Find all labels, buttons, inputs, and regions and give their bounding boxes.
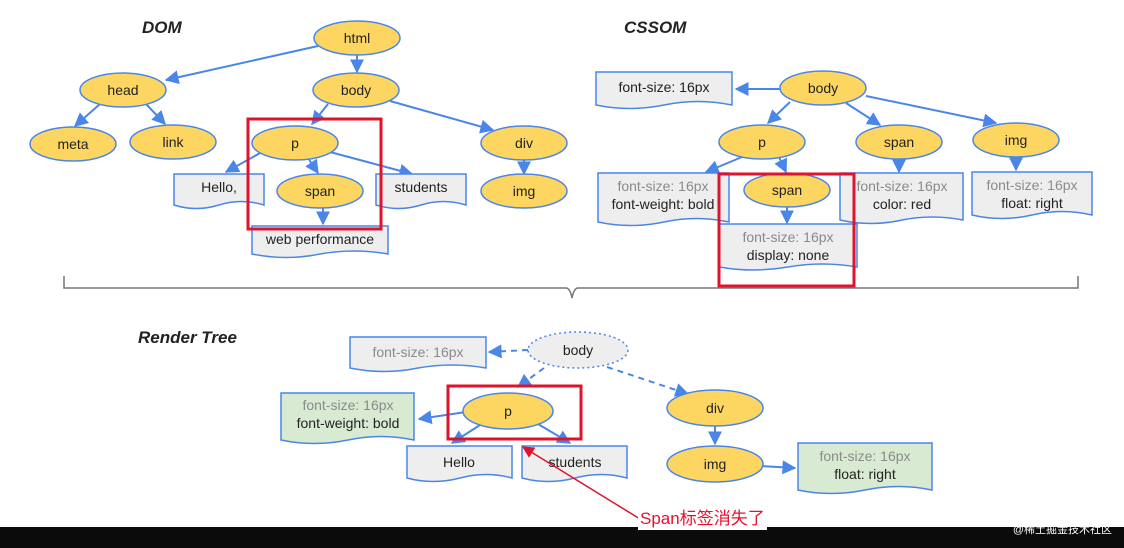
- render-node-div: div: [666, 389, 764, 427]
- dom-node-hello: Hello,: [173, 173, 265, 210]
- dom-node-html: html: [313, 20, 401, 56]
- dom-node-students-label: students: [395, 179, 448, 195]
- cssom-p-style: font-size: 16px font-weight: bold: [597, 172, 730, 227]
- footer-bar: [0, 527, 1124, 548]
- render-node-hello-label: Hello: [443, 454, 475, 470]
- render-node-body-label: body: [563, 342, 593, 358]
- dom-node-meta: meta: [29, 126, 117, 162]
- dom-node-p: p: [251, 125, 339, 161]
- dom-node-meta-label: meta: [57, 136, 88, 152]
- cssom-p-style-line-1: font-size: 16px: [617, 178, 708, 194]
- dom-title: DOM: [142, 18, 183, 37]
- cssom-node-p-label: p: [758, 134, 766, 150]
- cssom-edges: [704, 82, 1023, 225]
- render-node-img: img: [666, 445, 764, 483]
- dom-node-div-label: div: [515, 135, 533, 151]
- cssom-span-style: font-size: 16px color: red: [839, 172, 964, 225]
- cssom-img-style: font-size: 16px float: right: [971, 171, 1093, 220]
- dom-node-head-label: head: [107, 82, 138, 98]
- cssom-node-img: img: [972, 122, 1060, 158]
- dom-node-body: body: [312, 72, 400, 108]
- cssom-node-body: body: [779, 70, 867, 106]
- annotation-arrow: [521, 446, 641, 520]
- dom-edges: [73, 45, 531, 226]
- dom-node-link: link: [129, 124, 217, 160]
- render-node-body: body: [527, 331, 629, 369]
- render-node-hello: Hello: [406, 445, 513, 483]
- annotation-label: Span标签消失了: [638, 508, 767, 530]
- cssom-img-style-line-2: float: right: [1001, 195, 1063, 211]
- cssom-p-style-line-2: font-weight: bold: [612, 196, 715, 212]
- render-node-div-label: div: [706, 400, 724, 416]
- cssom-node-img-label: img: [1005, 132, 1028, 148]
- cssom-body-style: font-size: 16px: [595, 71, 733, 110]
- render-body-style: font-size: 16px: [349, 336, 487, 373]
- dom-node-head: head: [79, 72, 167, 108]
- dom-node-hello-label: Hello,: [201, 179, 237, 195]
- render-p-style: font-size: 16px font-weight: bold: [280, 392, 415, 445]
- watermark: @稀土掘金技术社区: [1012, 524, 1112, 536]
- cssom-body-style-label: font-size: 16px: [618, 79, 709, 95]
- cssom-span-style-line-1: font-size: 16px: [856, 178, 947, 194]
- dom-node-div: div: [480, 125, 568, 161]
- render-node-p-label: p: [504, 403, 512, 419]
- render-tree-title: Render Tree: [138, 328, 237, 347]
- render-node-p: p: [462, 392, 554, 430]
- dom-node-span: span: [276, 173, 364, 209]
- cssom-span-child-style-line-2: display: none: [747, 247, 830, 263]
- dom-node-p-label: p: [291, 135, 299, 151]
- dom-node-body-label: body: [341, 82, 371, 98]
- cssom-node-span-child-label: span: [772, 182, 802, 198]
- cssom-node-body-label: body: [808, 80, 838, 96]
- merge-brace: [63, 276, 1079, 299]
- dom-node-students: students: [375, 173, 467, 210]
- cssom-highlight-box: [717, 172, 856, 288]
- cssom-node-span: span: [855, 124, 943, 160]
- render-body-style-label: font-size: 16px: [372, 344, 463, 360]
- dom-node-html-label: html: [344, 30, 370, 46]
- render-highlight-box: [446, 384, 583, 441]
- render-node-img-label: img: [704, 456, 727, 472]
- cssom-node-span-label: span: [884, 134, 914, 150]
- render-node-students-label: students: [549, 454, 602, 470]
- dom-node-span-label: span: [305, 183, 335, 199]
- dom-node-link-label: link: [162, 134, 184, 150]
- dom-highlight-box: [246, 117, 383, 231]
- render-p-style-line-2: font-weight: bold: [297, 415, 400, 431]
- cssom-node-p: p: [718, 124, 806, 160]
- render-img-style-line-2: float: right: [834, 466, 896, 482]
- render-img-style: font-size: 16px float: right: [797, 442, 933, 495]
- dom-node-web-performance: web performance: [251, 225, 389, 259]
- cssom-span-child-style: font-size: 16px display: none: [718, 223, 858, 271]
- cssom-title: CSSOM: [624, 18, 687, 37]
- dom-node-img: img: [480, 173, 568, 209]
- render-img-style-line-1: font-size: 16px: [819, 448, 910, 464]
- cssom-node-span-child: span: [743, 172, 831, 208]
- render-node-students: students: [521, 445, 628, 483]
- render-p-style-line-1: font-size: 16px: [302, 397, 393, 413]
- cssom-span-style-line-2: color: red: [873, 196, 931, 212]
- dom-node-img-label: img: [513, 183, 536, 199]
- cssom-span-child-style-line-1: font-size: 16px: [742, 229, 833, 245]
- dom-node-web-performance-label: web performance: [265, 231, 374, 247]
- cssom-img-style-line-1: font-size: 16px: [986, 177, 1077, 193]
